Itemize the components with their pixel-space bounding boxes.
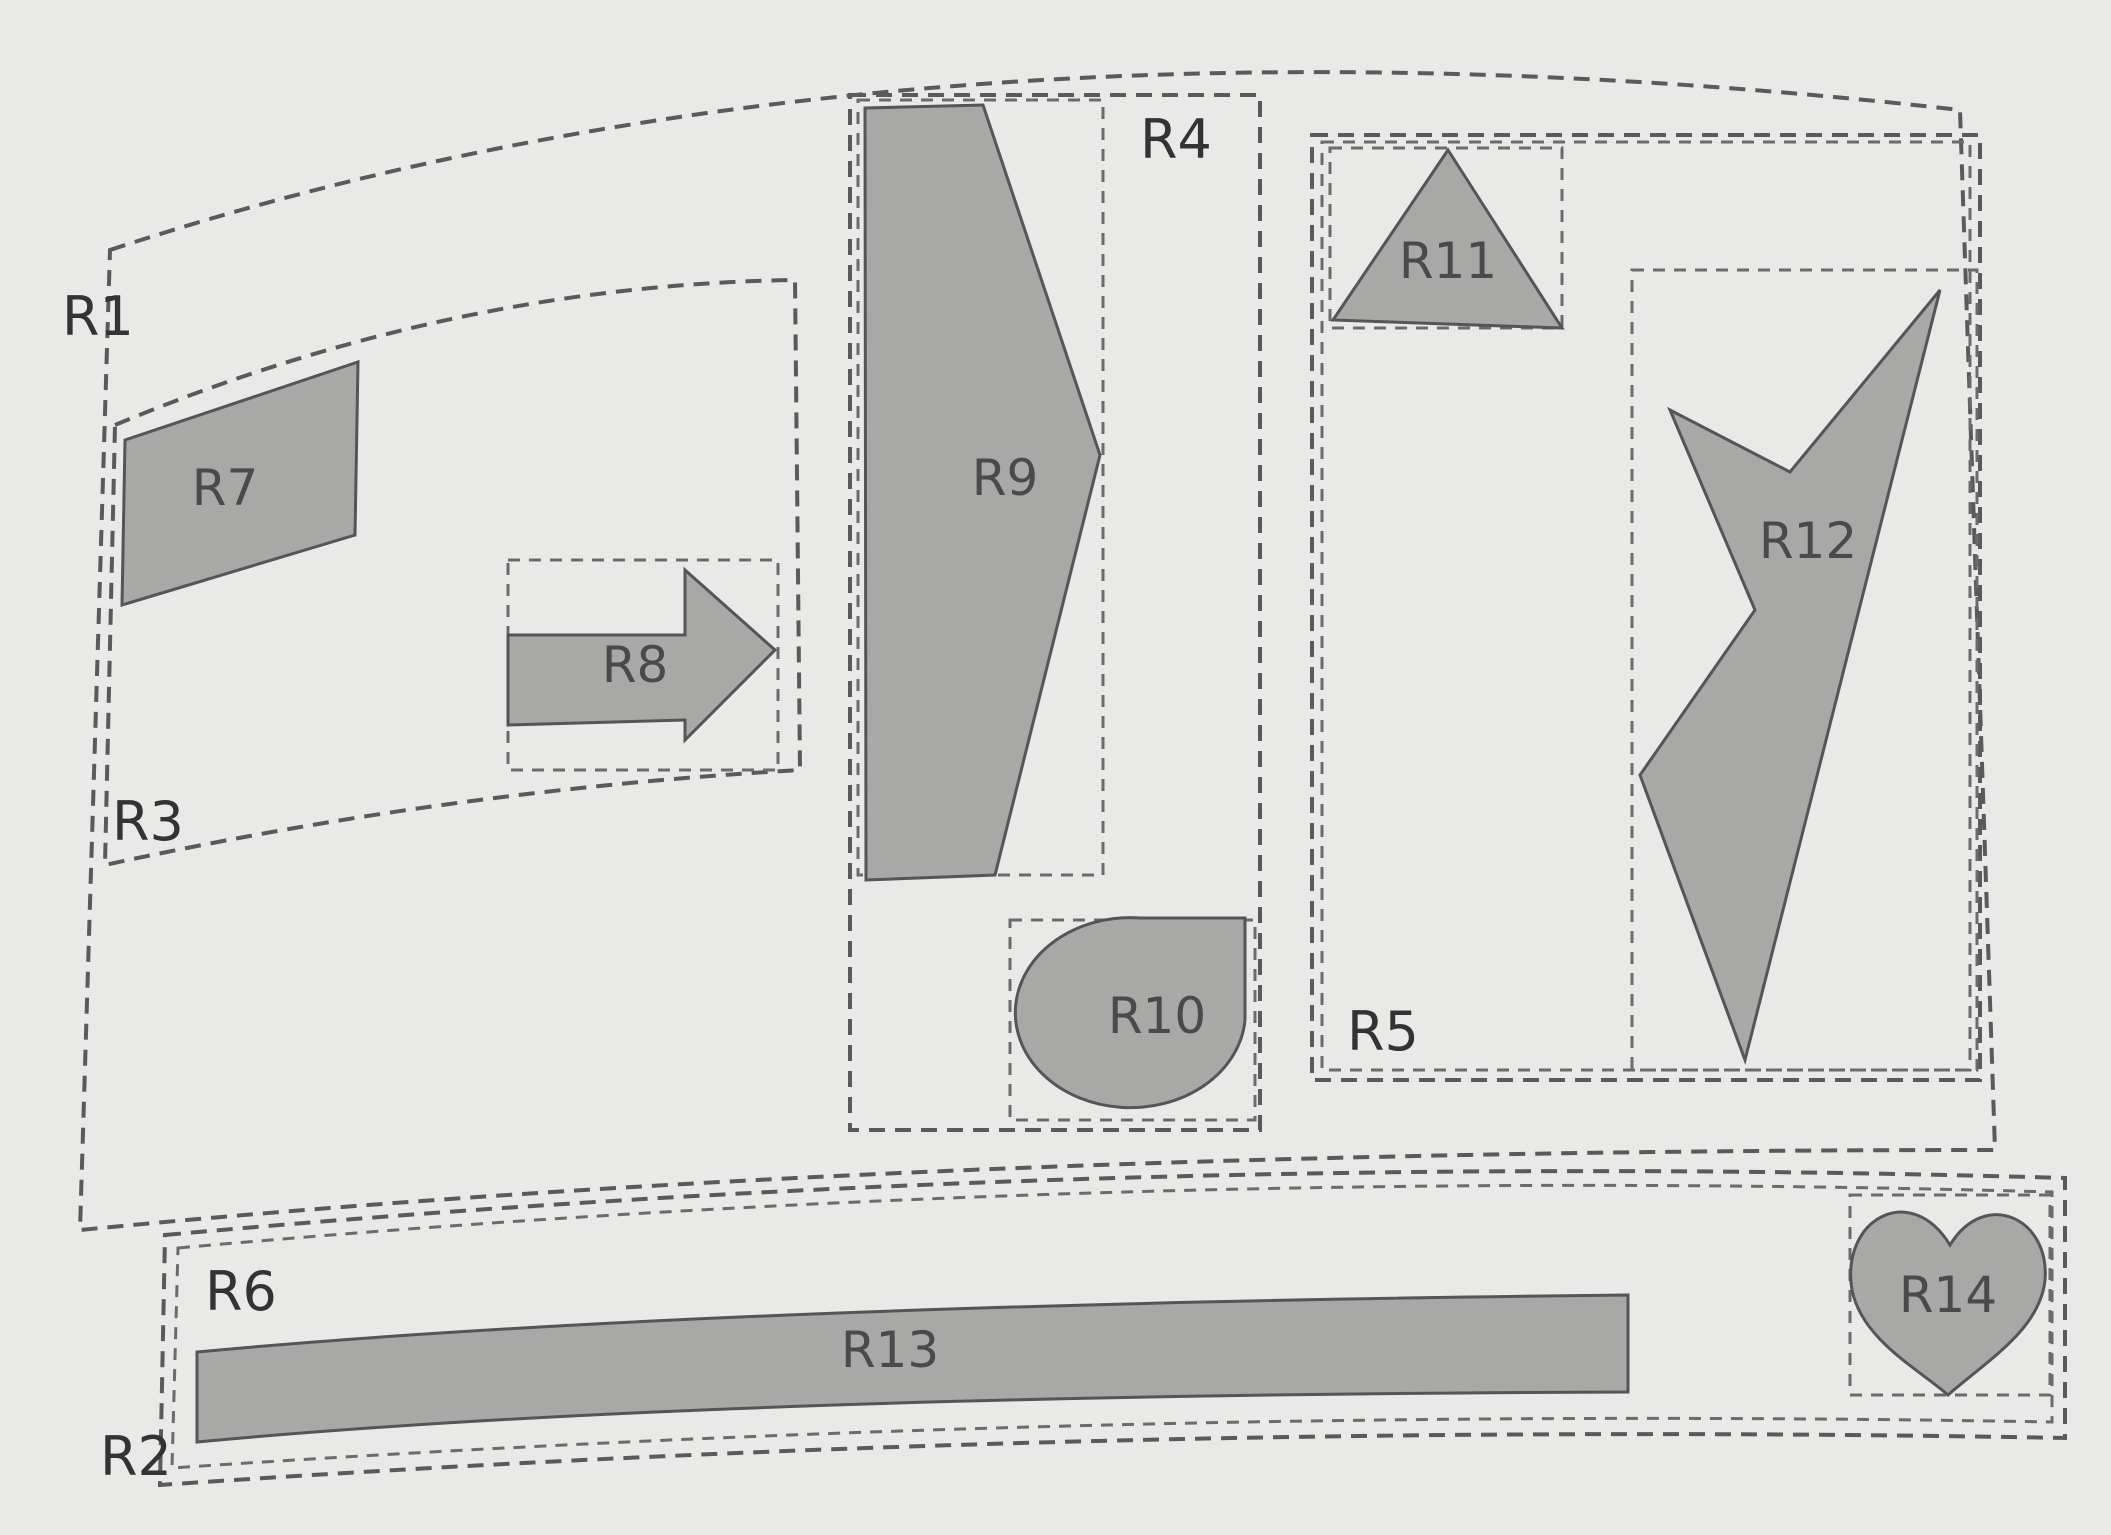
shape-r10-label: R10 [1108, 987, 1206, 1045]
shape-r8-arrow [506, 566, 778, 744]
region-r1-label: R1 [62, 285, 134, 348]
region-r4-label: R4 [1140, 108, 1212, 171]
shape-r7-label: R7 [192, 459, 259, 517]
shape-r14-heart [1849, 1210, 2047, 1398]
region-r4-boundary [848, 93, 1262, 1132]
shape-r12-label: R12 [1759, 512, 1857, 570]
region-r14-boundary [1848, 1193, 2052, 1397]
region-r2-label: R2 [100, 1425, 172, 1488]
shape-r10-teardrop [1013, 916, 1247, 1110]
region-r1-boundary [77, 70, 1998, 1233]
shape-r12 [1638, 289, 1942, 1066]
region-r6-boundary [170, 1183, 2054, 1470]
region-r8-boundary [506, 558, 780, 772]
region-r2-boundary [157, 1169, 2067, 1488]
shape-r14-label: R14 [1899, 1266, 1997, 1324]
shape-r7 [120, 359, 360, 608]
shape-r11-label: R11 [1399, 232, 1497, 290]
shape-r9 [863, 103, 1102, 882]
region-r12-boundary [1630, 268, 1979, 1072]
region-r3-label: R3 [112, 790, 184, 853]
region-r5-label: R5 [1347, 1000, 1419, 1063]
region-r3-boundary [102, 277, 803, 868]
shape-r9-label: R9 [972, 449, 1039, 507]
shape-r13-label: R13 [841, 1321, 939, 1379]
region-r6-label: R6 [205, 1260, 277, 1323]
shape-r13-bar [195, 1293, 1630, 1444]
shape-r8-label: R8 [602, 636, 669, 694]
region-r11-boundary [1328, 146, 1564, 330]
region-r10-boundary [1008, 918, 1257, 1122]
shape-r11-triangle [1330, 147, 1565, 330]
